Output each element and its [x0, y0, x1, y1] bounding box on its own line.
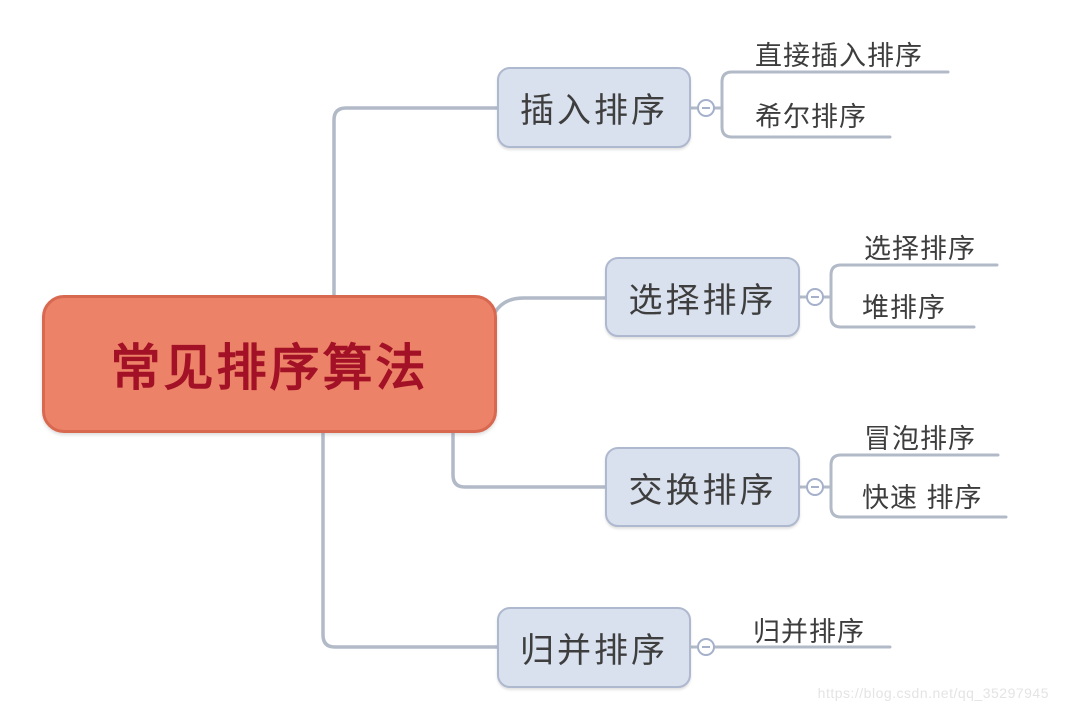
- branch-topic-exchange-sort[interactable]: 交换排序: [605, 447, 800, 527]
- leaf-topic-quick-sort[interactable]: 快速 排序: [862, 483, 983, 513]
- collapse-toggle-selection[interactable]: [806, 288, 824, 306]
- leaf-topic-bubble-sort[interactable]: 冒泡排序: [864, 424, 976, 454]
- leaf-topic-selection-sort[interactable]: 选择排序: [864, 234, 976, 264]
- collapse-toggle-insertion[interactable]: [697, 99, 715, 117]
- leaf-branches: [720, 70, 1008, 649]
- branch-topic-selection-sort[interactable]: 选择排序: [605, 257, 800, 337]
- branch-topic-insertion-sort[interactable]: 插入排序: [497, 67, 691, 148]
- minus-icon: [702, 107, 710, 109]
- toggle-stubs: [689, 106, 833, 649]
- watermark-url: https://blog.csdn.net/qq_35297945: [817, 685, 1049, 701]
- branch-topic-label: 交换排序: [628, 471, 777, 510]
- minus-icon: [702, 646, 710, 648]
- connector-root-exchange: [451, 431, 607, 489]
- branch-topic-label: 插入排序: [520, 92, 668, 130]
- branch-topic-merge-sort[interactable]: 归并排序: [497, 607, 691, 688]
- minus-icon: [811, 486, 819, 488]
- leaf-topic-shell-sort[interactable]: 希尔排序: [755, 102, 867, 132]
- connector-root-merge: [321, 431, 499, 649]
- leaf-topic-heap-sort[interactable]: 堆排序: [862, 293, 946, 323]
- collapse-toggle-exchange[interactable]: [806, 478, 824, 496]
- branch-topic-label: 选择排序: [628, 281, 777, 320]
- root-topic[interactable]: 常见排序算法: [42, 295, 497, 433]
- branch-topic-label: 归并排序: [520, 632, 668, 670]
- root-topic-label: 常见排序算法: [110, 340, 429, 396]
- connector-root-insertion: [332, 106, 499, 297]
- minus-icon: [811, 296, 819, 298]
- connector-root-selection: [490, 296, 607, 319]
- leaf-topic-direct-insertion-sort[interactable]: 直接插入排序: [755, 41, 923, 71]
- collapse-toggle-merge[interactable]: [697, 638, 715, 656]
- leaf-topic-merge-sort[interactable]: 归并排序: [753, 617, 865, 647]
